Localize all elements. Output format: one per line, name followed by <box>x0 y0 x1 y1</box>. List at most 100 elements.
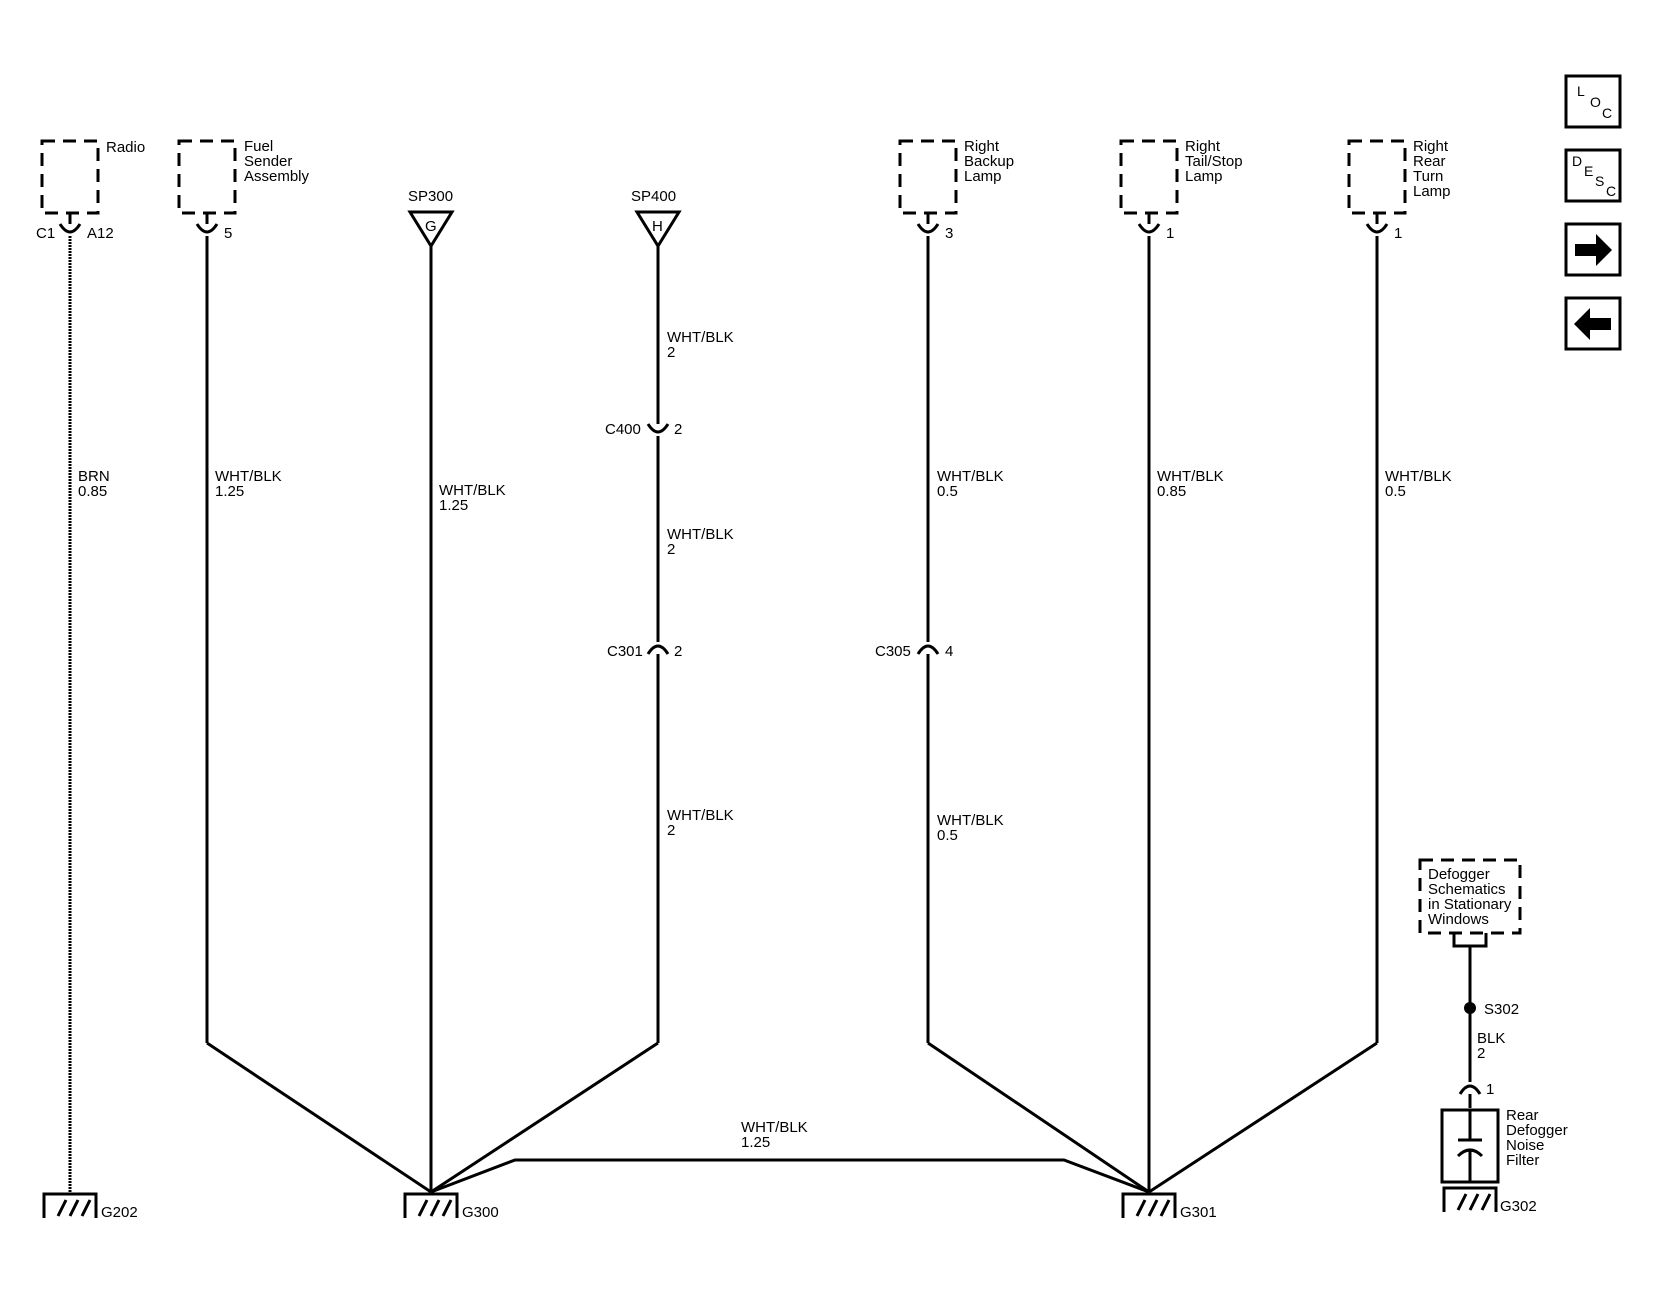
defogger-ref-line-1: Defogger <box>1428 866 1490 883</box>
wire-tail-gauge: 0.85 <box>1157 483 1186 500</box>
right-backup-label-3: Lamp <box>964 168 1002 185</box>
sp400-name: SP400 <box>631 188 676 205</box>
wire-g300-g301-gauge: 1.25 <box>741 1134 770 1151</box>
noise-filter-label-3: Noise <box>1506 1137 1544 1154</box>
defogger-ref-line-4: Windows <box>1428 911 1489 928</box>
wire-defogger-gauge: 2 <box>1477 1045 1485 1062</box>
splice-pack-sp400: SP400 H <box>631 188 682 249</box>
wire-backup-top-gauge: 0.5 <box>937 483 958 500</box>
fuel-sender-pin: 5 <box>224 225 232 242</box>
ground-g302: G302 <box>1442 1186 1537 1215</box>
desc-button[interactable]: D E S C <box>1564 148 1622 203</box>
fuel-sender-component: Fuel Sender Assembly <box>177 138 310 215</box>
c301-pin: 2 <box>674 643 682 660</box>
g202-label: G202 <box>101 1204 138 1221</box>
right-arrow-icon <box>1575 234 1612 266</box>
radio-connector: C1 A12 <box>36 213 114 242</box>
left-arrow-icon <box>1574 308 1611 340</box>
connector-c301: C301 2 <box>607 643 682 668</box>
next-page-button[interactable] <box>1564 222 1622 277</box>
connector-c305: C305 4 <box>875 643 953 668</box>
g302-label: G302 <box>1500 1198 1537 1215</box>
wire-fuel-to-g300 <box>206 1041 432 1194</box>
noise-filter-pin: 1 <box>1486 1081 1494 1098</box>
right-turn-label-2: Rear <box>1413 153 1446 170</box>
wire-sp400-top-gauge: 2 <box>667 344 675 361</box>
wire-turn-to-g301 <box>1148 1041 1378 1194</box>
ground-g202: G202 <box>42 1192 138 1221</box>
c305-pin: 4 <box>945 643 953 660</box>
desc-letter-e: E <box>1584 163 1593 179</box>
connector-c400: C400 2 <box>605 410 682 438</box>
right-backup-pin: 3 <box>945 225 953 242</box>
fuel-sender-label-2: Sender <box>244 153 292 170</box>
right-rear-turn-lamp-component: Right Rear Turn Lamp <box>1347 138 1451 215</box>
wire-sp400-low-gauge: 2 <box>667 822 675 839</box>
wire-sp400-to-g300 <box>430 1041 659 1194</box>
splice-pack-sp300: SP300 G <box>407 188 455 249</box>
prev-page-button[interactable] <box>1564 296 1622 351</box>
right-tail-pin: 1 <box>1166 225 1174 242</box>
sp300-letter: G <box>425 218 437 235</box>
ground-g300: G300 <box>403 1192 499 1221</box>
defogger-ref-line-3: in Stationary <box>1428 896 1512 913</box>
defogger-ref-line-2: Schematics <box>1428 881 1506 898</box>
right-backup-connector: 3 <box>916 213 953 242</box>
sp300-name: SP300 <box>408 188 453 205</box>
wire-radio-gauge: 0.85 <box>78 483 107 500</box>
wire-sp300-gauge: 1.25 <box>439 497 468 514</box>
loc-letter-o: O <box>1590 94 1601 110</box>
right-backup-label-2: Backup <box>964 153 1014 170</box>
wire-sp400-mid-gauge: 2 <box>667 541 675 558</box>
wire-turn-gauge: 0.5 <box>1385 483 1406 500</box>
right-turn-label-1: Right <box>1413 138 1449 155</box>
c400-pin: 2 <box>674 421 682 438</box>
right-turn-connector: 1 <box>1365 213 1402 242</box>
noise-filter-label-4: Filter <box>1506 1152 1539 1169</box>
right-turn-label-3: Turn <box>1413 168 1443 185</box>
loc-letter-c: C <box>1602 105 1612 121</box>
defogger-reference-box: Defogger Schematics in Stationary Window… <box>1418 858 1522 935</box>
wire-radio-color: BRN <box>78 468 110 485</box>
s302-name: S302 <box>1484 1001 1519 1018</box>
wire-defogger-color: BLK <box>1477 1030 1505 1047</box>
wire-g300-g301-color: WHT/BLK <box>741 1119 808 1136</box>
desc-letter-c: C <box>1606 183 1616 199</box>
wire-backup-low-gauge: 0.5 <box>937 827 958 844</box>
right-tail-label-3: Lamp <box>1185 168 1223 185</box>
radio-connector-pin: A12 <box>87 225 114 242</box>
wire-turn-color: WHT/BLK <box>1385 468 1452 485</box>
right-backup-label-1: Right <box>964 138 1000 155</box>
right-tail-label-1: Right <box>1185 138 1221 155</box>
radio-label: Radio <box>106 139 145 156</box>
wire-backup-top-color: WHT/BLK <box>937 468 1004 485</box>
wire-sp400-mid-color: WHT/BLK <box>667 526 734 543</box>
loc-button[interactable]: L O C <box>1564 74 1622 129</box>
c400-name: C400 <box>605 421 641 438</box>
fuel-sender-label-3: Assembly <box>244 168 310 185</box>
defogger-ref-bracket <box>1452 933 1488 948</box>
right-backup-lamp-component: Right Backup Lamp <box>898 138 1014 215</box>
noise-filter-label-2: Defogger <box>1506 1122 1568 1139</box>
wire-backup-to-g301 <box>927 1041 1150 1194</box>
sp400-letter: H <box>652 218 663 235</box>
desc-letter-s: S <box>1595 173 1604 189</box>
noise-filter-connector: 1 <box>1458 1081 1494 1108</box>
wire-fuel-color: WHT/BLK <box>215 468 282 485</box>
wire-sp400-top-color: WHT/BLK <box>667 329 734 346</box>
right-tail-connector: 1 <box>1137 213 1174 242</box>
c305-name: C305 <box>875 643 911 660</box>
right-tail-label-2: Tail/Stop <box>1185 153 1243 170</box>
wire-backup-low-color: WHT/BLK <box>937 812 1004 829</box>
fuel-sender-label-1: Fuel <box>244 138 273 155</box>
c301-name: C301 <box>607 643 643 660</box>
radio-connector-name: C1 <box>36 225 55 242</box>
right-tail-stop-lamp-component: Right Tail/Stop Lamp <box>1119 138 1243 215</box>
right-turn-pin: 1 <box>1394 225 1402 242</box>
fuel-sender-connector: 5 <box>195 213 232 242</box>
g301-label: G301 <box>1180 1204 1217 1221</box>
wire-g300-to-g301 <box>430 1158 1150 1194</box>
ground-g301: G301 <box>1121 1192 1217 1221</box>
right-turn-label-4: Lamp <box>1413 183 1451 200</box>
